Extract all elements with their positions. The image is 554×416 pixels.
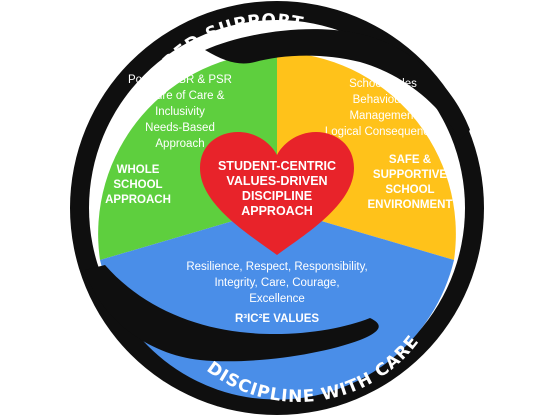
left-item: Positive TSR & PSR: [128, 74, 232, 86]
bottom-heading: R³IC²E VALUES: [235, 313, 319, 325]
left-heading-line: APPROACH: [105, 194, 171, 206]
bottom-item: Integrity, Care, Courage,: [214, 277, 339, 289]
right-item: School Rules: [349, 78, 417, 90]
left-item: Needs-Based: [145, 122, 215, 134]
left-heading-line: WHOLE: [117, 164, 160, 176]
center-heart: [200, 132, 354, 255]
left-heading-line: SCHOOL: [113, 179, 162, 191]
heart-line: DISCIPLINE: [242, 189, 312, 203]
left-item: Approach: [155, 138, 204, 150]
top-hand-shape: [205, 29, 470, 141]
heart-line: APPROACH: [241, 204, 313, 218]
right-heading-line: SCHOOL: [385, 184, 434, 196]
right-heading-line: ENVIRONMENT: [368, 199, 453, 211]
bottom-items: Resilience, Respect, Responsibility, Int…: [186, 261, 367, 305]
right-heading: SAFE & SUPPORTIVE SCHOOL ENVIRONMENT: [368, 154, 453, 211]
right-item: Behavioural: [353, 94, 414, 106]
left-heading: WHOLE SCHOOL APPROACH: [105, 164, 171, 206]
heart-text: STUDENT-CENTRIC VALUES-DRIVEN DISCIPLINE…: [218, 159, 336, 218]
left-item: Culture of Care &: [136, 90, 225, 102]
left-items: Positive TSR & PSR Culture of Care & Inc…: [128, 74, 232, 150]
right-items: School Rules Behavioural Management Logi…: [325, 78, 442, 138]
heart-line: VALUES-DRIVEN: [226, 174, 327, 188]
heart-line: STUDENT-CENTRIC: [218, 159, 336, 173]
left-item: Inclusivity: [155, 106, 205, 118]
bottom-item: Resilience, Respect, Responsibility,: [186, 261, 367, 273]
bottom-hand-shape: [85, 265, 379, 362]
right-item: Management: [349, 110, 417, 122]
bottom-item: Excellence: [249, 293, 305, 305]
right-heading-line: SAFE &: [389, 154, 431, 166]
right-item: Logical Consequences: [325, 126, 442, 138]
right-heading-line: SUPPORTIVE: [373, 169, 447, 181]
